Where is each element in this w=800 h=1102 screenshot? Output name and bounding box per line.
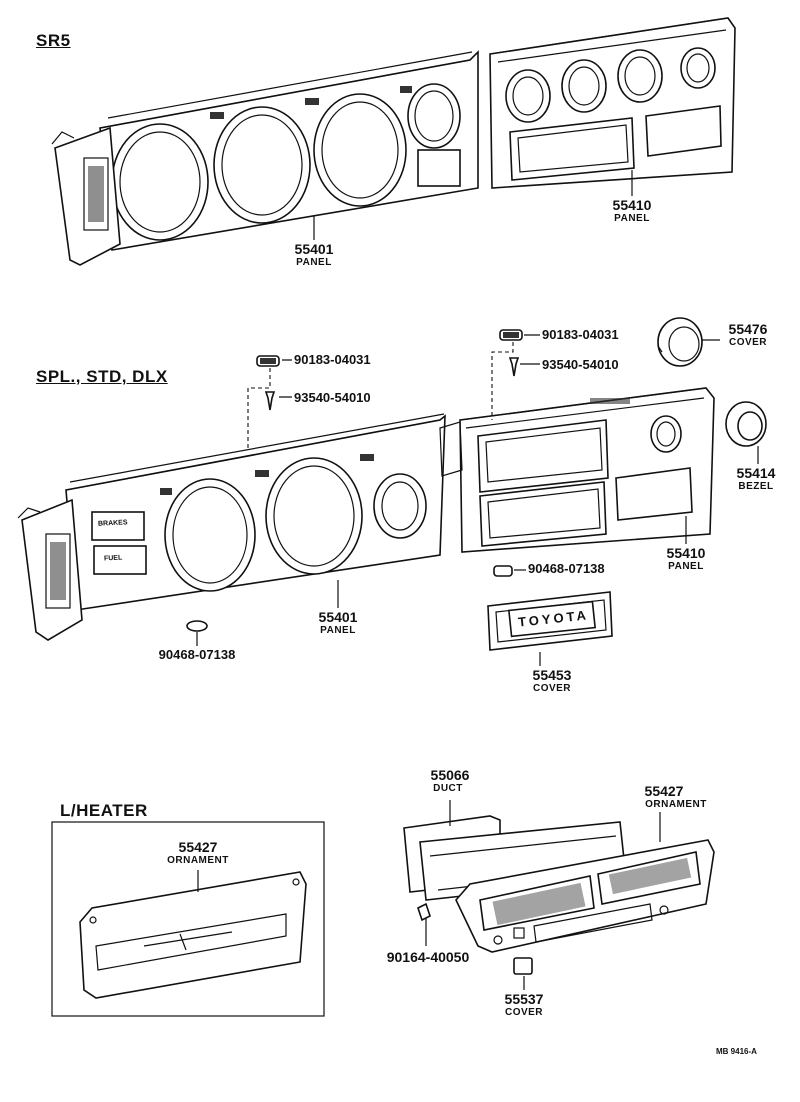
bezel-55414-shape (725, 401, 767, 464)
part-number-55453: 55453 (532, 667, 572, 683)
part-number-55427-heater: 55427 (178, 839, 218, 855)
clip-left-90183 (256, 355, 280, 367)
section-title-sr5: SR5 (36, 31, 71, 50)
part-name-55537: COVER (504, 1007, 544, 1018)
part-number-90183-right: 90183-04031 (542, 327, 619, 342)
figure-reference: MB 9416-A (716, 1047, 757, 1056)
part-number-55476: 55476 (728, 321, 768, 337)
part-name-55427-heater: ORNAMENT (167, 855, 229, 866)
part-number-55427-right: 55427 (644, 783, 684, 799)
part-number-90183-left: 90183-04031 (294, 352, 371, 367)
screw-left-93540 (264, 391, 276, 411)
section-title-spl: SPL., STD, DLX (36, 367, 168, 386)
clip-right-90183 (499, 329, 523, 341)
part-number-93540-right: 93540-54010 (542, 357, 619, 372)
std-left-panel (65, 413, 446, 611)
cover-55476-shape (657, 317, 720, 367)
part-number-55410-std: 55410 (666, 545, 706, 561)
clip-90468-left (186, 620, 208, 646)
part-number-90468-right: 90468-07138 (528, 561, 605, 576)
clip-90468-right (493, 565, 526, 577)
part-number-55066: 55066 (430, 767, 470, 783)
part-number-55537: 55537 (504, 991, 544, 1007)
part-number-93540-left: 93540-54010 (294, 390, 371, 405)
part-number-90468-left: 90468-07138 (158, 647, 236, 662)
heater-box (51, 821, 325, 1017)
part-number-90164: 90164-40050 (386, 949, 470, 965)
part-name-55066: DUCT (433, 783, 463, 794)
sr5-right-panel (489, 17, 736, 189)
part-name-55401-std: PANEL (320, 625, 356, 636)
part-number-55401-sr5: 55401 (294, 241, 334, 257)
std-right-panel (439, 387, 715, 553)
part-name-55414: BEZEL (738, 481, 774, 492)
section-title-heater: L/HEATER (60, 801, 148, 820)
heater-ornament-shape (79, 871, 307, 999)
cover-55453-shape (487, 591, 613, 666)
part-name-55453: COVER (532, 683, 572, 694)
std-side-vent (17, 498, 83, 641)
sr5-side-vent (51, 126, 121, 266)
screw-right-93540 (508, 357, 520, 377)
sr5-left-panel (99, 50, 479, 251)
cover-55537-shape (513, 957, 533, 990)
dash-left (247, 368, 271, 448)
part-name-55410-sr5: PANEL (614, 213, 650, 224)
part-number-55401-std: 55401 (318, 609, 358, 625)
part-name-55476: COVER (728, 337, 768, 348)
part-name-55410-std: PANEL (668, 561, 704, 572)
embossed-fuel: FUEL (103, 554, 123, 563)
screw-90164-shape (417, 902, 431, 946)
part-name-55427-right: ORNAMENT (645, 799, 707, 810)
part-number-55410-sr5: 55410 (612, 197, 652, 213)
hardware-leaders (279, 334, 540, 398)
part-number-55414: 55414 (736, 465, 776, 481)
ornament-55427-shape (455, 812, 715, 953)
dash-right (491, 342, 514, 420)
part-name-55401-sr5: PANEL (296, 257, 332, 268)
